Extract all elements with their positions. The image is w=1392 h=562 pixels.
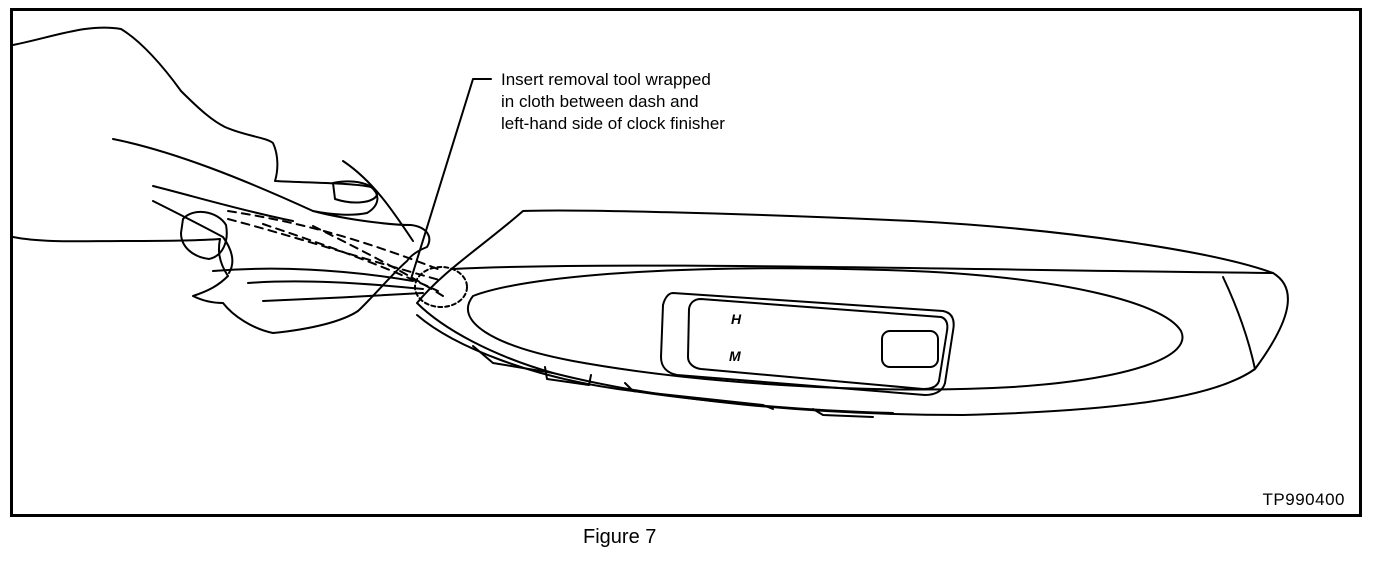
finisher-inner-oval [466, 267, 1184, 391]
thumbnail [180, 210, 228, 260]
fingernail [332, 180, 378, 204]
callout-text: Insert removal tool wrapped in cloth bet… [501, 69, 725, 135]
cloth-fold [247, 280, 424, 290]
clock-display-housing [660, 292, 955, 396]
finisher-clip [544, 366, 592, 386]
finisher-lower-tab [472, 345, 554, 374]
figure-frame: H M Insert removal tool wrapped in cloth… [10, 8, 1362, 517]
hour-label: H [731, 311, 742, 327]
finisher-right-edge [1222, 276, 1256, 370]
callout-line: left-hand side of clock finisher [501, 114, 725, 133]
finisher-clip [624, 382, 774, 410]
clock-display-bezel [687, 298, 949, 390]
detail-circle [414, 266, 468, 308]
finisher-rim [452, 264, 1274, 274]
cloth-fold [342, 160, 414, 242]
callout-line: Insert removal tool wrapped [501, 70, 711, 89]
figure-caption: Figure 7 [583, 526, 657, 548]
cloth-fold [262, 292, 424, 302]
finisher-lower-lip [416, 314, 894, 414]
figure-code: TP990400 [1262, 490, 1345, 509]
finger-crease [112, 138, 314, 212]
removal-tool-hidden [227, 210, 444, 297]
finisher-clip [812, 408, 874, 418]
callout-line: in cloth between dash and [501, 92, 699, 111]
callout-leader [410, 78, 492, 280]
minute-label: M [729, 348, 741, 364]
finger-crease [152, 185, 294, 222]
clock-finisher-illustration: H M [13, 26, 1289, 418]
cloth-fold [212, 267, 414, 282]
clock-adjust-button [881, 330, 939, 368]
thumb-outline [152, 200, 234, 274]
